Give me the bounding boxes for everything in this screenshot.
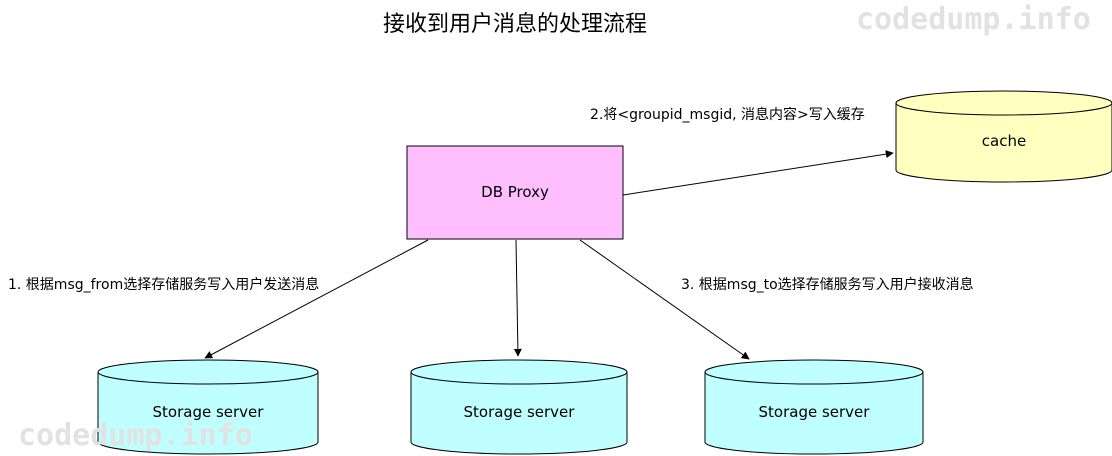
watermark-bottom-left: codedump.info [18, 418, 253, 453]
edge-proxy-to-storage-3 [579, 239, 750, 360]
storage-server-3-cylinder[interactable] [704, 359, 924, 455]
db-proxy-label: DB Proxy [481, 183, 549, 201]
edge-proxy-to-cache [622, 150, 894, 196]
storage-server-1-label: Storage server [152, 403, 264, 421]
edge-label-to-storage-1: 1. 根据msg_from选择存储服务写入用户发送消息 [8, 277, 320, 293]
storage-server-1-cylinder[interactable] [97, 359, 319, 455]
edge-proxy-to-storage-2 [513, 239, 522, 357]
diagram-title: 接收到用户消息的处理流程 [382, 12, 647, 37]
db-proxy-box[interactable] [406, 145, 624, 240]
cache-cylinder[interactable] [895, 90, 1112, 183]
edge-proxy-to-storage-1 [204, 239, 429, 359]
storage-server-2-cylinder[interactable] [410, 359, 628, 455]
edge-label-to-cache: 2.将<groupid_msgid, 消息内容>写入缓存 [590, 107, 865, 123]
storage-server-2-label: Storage server [463, 403, 575, 421]
cache-label: cache [981, 132, 1027, 150]
edge-label-to-storage-3: 3. 根据msg_to选择存储服务写入用户接收消息 [681, 277, 974, 293]
watermark-top-right: codedump.info [856, 2, 1091, 37]
storage-server-3-label: Storage server [758, 403, 870, 421]
